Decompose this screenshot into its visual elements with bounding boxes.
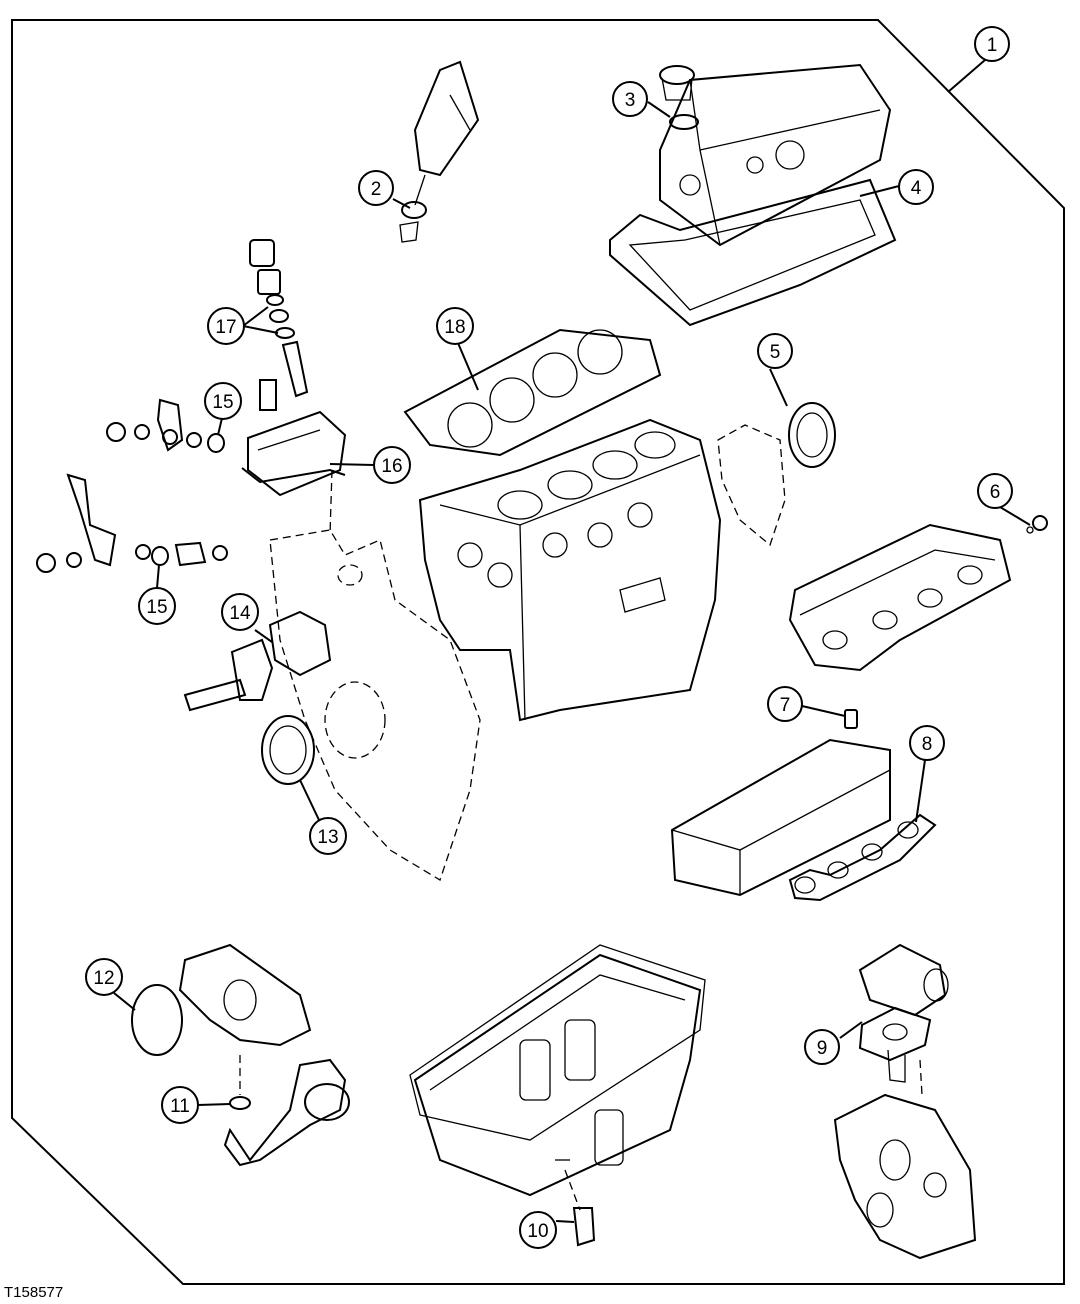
svg-text:15: 15	[146, 597, 167, 618]
plunger-stack-illustration	[249, 239, 309, 398]
callout-15-lower: 15	[138, 587, 176, 625]
callout-5: 5	[757, 333, 793, 369]
rear-seal-illustration	[717, 402, 836, 547]
svg-text:6: 6	[990, 482, 1001, 503]
callout-10: 10	[519, 1211, 557, 1249]
svg-text:9: 9	[817, 1038, 828, 1059]
svg-text:18: 18	[444, 317, 465, 338]
callout-14: 14	[221, 593, 259, 631]
oil-pan-illustration	[409, 944, 706, 1247]
svg-text:15: 15	[212, 392, 233, 413]
callout-4: 4	[898, 169, 934, 205]
svg-text:2: 2	[371, 179, 382, 200]
cylinder-head-illustration	[670, 709, 937, 902]
valve-cover-illustration	[609, 63, 897, 327]
oil-pump-illustration	[131, 943, 350, 1167]
callout-8: 8	[909, 725, 945, 761]
injector-illustration	[399, 60, 480, 243]
timing-cover-illustration	[183, 529, 481, 881]
callout-15-upper: 15	[204, 382, 242, 420]
svg-text:16: 16	[381, 456, 402, 477]
leader-lines	[113, 59, 1031, 1223]
svg-text:17: 17	[215, 317, 236, 338]
svg-text:1: 1	[987, 35, 998, 56]
svg-text:7: 7	[780, 695, 791, 716]
callout-12: 12	[85, 958, 123, 996]
svg-text:3: 3	[625, 90, 636, 111]
svg-text:11: 11	[170, 1096, 190, 1117]
callout-16: 16	[373, 446, 411, 484]
callout-13: 13	[309, 817, 347, 855]
intake-manifold-illustration	[788, 515, 1048, 672]
engine-block-illustration	[418, 418, 722, 722]
callout-17: 17	[207, 307, 245, 345]
callout-7: 7	[767, 686, 803, 722]
callout-6: 6	[977, 473, 1013, 509]
svg-text:12: 12	[93, 968, 114, 989]
svg-text:10: 10	[527, 1221, 548, 1242]
governor-housing-illustration	[36, 379, 347, 573]
callout-18: 18	[436, 307, 474, 345]
callouts: 1 2 3 4 5 6 7 8	[85, 26, 1013, 1249]
callout-2: 2	[358, 170, 394, 206]
svg-text:4: 4	[911, 178, 922, 199]
callout-1: 1	[974, 26, 1010, 62]
svg-text:5: 5	[770, 342, 781, 363]
callout-11: 11	[161, 1086, 199, 1124]
head-gasket-illustration	[403, 328, 662, 457]
callout-9: 9	[804, 1029, 840, 1065]
figure-id-label: T158577	[4, 1284, 64, 1301]
svg-text:13: 13	[317, 827, 338, 848]
svg-text:8: 8	[922, 734, 933, 755]
thermostat-housing-illustration	[833, 943, 977, 1260]
kit-boundary	[11, 19, 1065, 1285]
callout-3: 3	[612, 81, 648, 117]
svg-text:14: 14	[229, 603, 251, 624]
